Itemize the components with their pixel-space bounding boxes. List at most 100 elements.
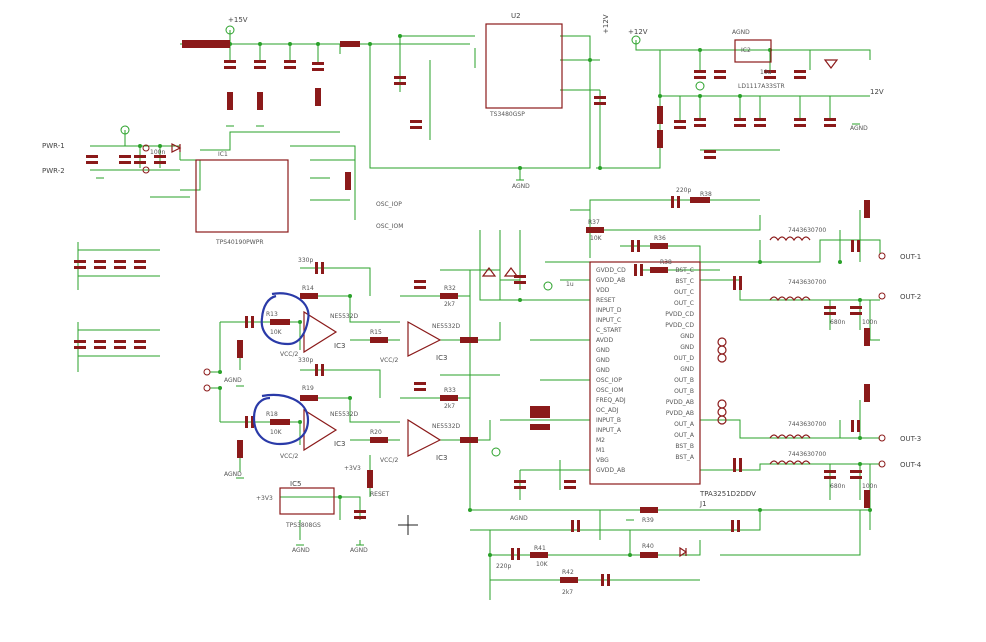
label-ic2: IC2 [741, 47, 751, 54]
j1-pin-left: INPUT_C [596, 317, 621, 324]
j1-pin-left: INPUT_D [596, 307, 622, 314]
j1-pin-right: BST_B [675, 443, 694, 450]
j1-pin-right: OUT_A [674, 432, 695, 439]
label-vcc2-d: VCC/2 [380, 457, 399, 464]
j1-body [589, 261, 701, 485]
label-agnd-1: AGND [512, 183, 530, 190]
label-c-220p-a: 220p [676, 187, 691, 194]
j1-pin-left: GND [596, 347, 610, 354]
ld1117-body [734, 39, 772, 63]
label-c-100n-a: 100n [862, 319, 877, 326]
label-r39: R39 [642, 517, 654, 524]
j1-pin-right: OUT_B [674, 377, 694, 384]
label-tpa: TPA3251D2DDV [699, 490, 756, 498]
label-c-1u: 1u [566, 281, 574, 288]
label-c-680n-b: 680n [830, 483, 845, 490]
j1-pin-left: INPUT_A [596, 427, 622, 434]
label-ic5: IC5 [290, 480, 301, 488]
label-r42-val: 2k7 [562, 589, 573, 596]
label-r33: R33 [444, 387, 456, 394]
label-12v-b: +12V [628, 28, 648, 36]
label-r41-val: 10K [536, 561, 549, 568]
j1-pin-labels: GVDD_CDGVDD_ABVDDRESETINPUT_DINPUT_CC_ST… [596, 267, 695, 474]
j1-pin-right: OUT_D [674, 355, 695, 362]
label-ic1: IC1 [218, 151, 228, 158]
j1-pin-right: GND [680, 344, 694, 351]
label-r18-val: 10K [270, 429, 283, 436]
label-r33-val: 2k7 [444, 403, 455, 410]
label-c-100n-c: 100n [150, 149, 165, 156]
j1-pin-left: GND [596, 357, 610, 364]
label-ne5532-b: NE5532D [432, 323, 461, 330]
j1-pin-right: OUT_A [674, 421, 695, 428]
label-r19: R19 [302, 385, 314, 392]
label-reset: RESET [370, 491, 390, 498]
j1-pin-left: FREQ_ADJ [596, 397, 626, 404]
j1-pin-left: OC_ADJ [596, 407, 619, 414]
opamp-ic6b [407, 418, 442, 457]
label-agnd-6: AGND [510, 515, 528, 522]
label-r20: R20 [370, 429, 382, 436]
label-ic6b: IC3 [436, 454, 447, 462]
junction-dots [138, 34, 872, 557]
label-c-330p-b: 330p [298, 357, 313, 364]
j1-pin-right: BST_A [675, 454, 694, 461]
label-j1: J1 [699, 500, 707, 508]
label-tps3808: TPS3808GS [285, 522, 321, 529]
j1-pin-right: PVDD_AB [666, 399, 694, 406]
j1-pin-left: INPUT_B [596, 417, 621, 424]
j1-pin-right: OUT_C [674, 289, 694, 296]
label-r18: R18 [266, 411, 278, 418]
j1-pin-right: BST_C [675, 278, 694, 285]
opamp-ic6a [303, 408, 338, 452]
components [74, 23, 886, 586]
label-agnd-2: AGND [224, 377, 242, 384]
label-vcc2-b: VCC/2 [380, 357, 399, 364]
j1-pin-right: GND [680, 366, 694, 373]
label-c-100n-b: 100n [862, 483, 877, 490]
label-out4: OUT-4 [900, 461, 922, 469]
j1-pin-left: M1 [596, 447, 605, 454]
label-r37-val: 10K [590, 235, 603, 242]
j1-pin-right: GND [680, 333, 694, 340]
label-ne5532-a: NE5532D [330, 313, 359, 320]
label-out3: OUT-3 [900, 435, 921, 443]
label-ic6a: IC3 [334, 440, 345, 448]
label-r41: R41 [534, 545, 546, 552]
u2-body [485, 23, 563, 109]
highlight-loop-bottom [252, 394, 310, 446]
ic1-body [195, 159, 289, 233]
label-agnd-8: AGND [732, 29, 750, 36]
j1-pin-left: VBG [596, 457, 609, 464]
label-osc-iom: OSC_IOM [376, 223, 403, 230]
j1-pin-left: C_START [596, 327, 622, 334]
label-agnd-5: AGND [350, 547, 368, 554]
label-12v-right: 12V [870, 88, 884, 96]
label-r15: R15 [370, 329, 382, 336]
opamp-ic3b [407, 320, 442, 357]
label-ne5532-c: NE5532D [330, 411, 359, 418]
j1-pin-right: BST_C [675, 267, 694, 274]
j1-pin-right: PVDD_AB [666, 410, 694, 417]
label-3v3-b: +3V3 [344, 465, 361, 472]
label-l1: 7443630700 [788, 279, 826, 286]
label-u2: U2 [511, 12, 521, 20]
j1-pin-left: OSC_IOP [596, 377, 622, 384]
j1-pin-left: GND [596, 367, 610, 374]
label-l2: 7443630700 [788, 227, 826, 234]
label-r38: R38 [700, 191, 712, 198]
label-out1: OUT-1 [900, 253, 921, 261]
cursor-crosshair-icon [398, 515, 418, 535]
label-ne5532-d: NE5532D [432, 423, 461, 430]
label-ld1117: LD1117A33STR [738, 83, 785, 90]
label-r40: R40 [642, 543, 654, 550]
label-c-330p-a: 330p [298, 257, 313, 264]
text-labels: +15V U2 TS3480GSP +12V +12V 12V IC2 LD11… [42, 12, 922, 596]
ic5-body [279, 487, 335, 515]
label-vcc2-a: VCC/2 [280, 351, 299, 358]
label-tps: TPS40190PWPR [215, 239, 264, 246]
j1-pin-left: RESET [596, 297, 616, 304]
wires [77, 30, 881, 600]
j1-pin-right: PVDD_CD [665, 322, 694, 329]
j1-pin-left: VDD [596, 287, 610, 294]
